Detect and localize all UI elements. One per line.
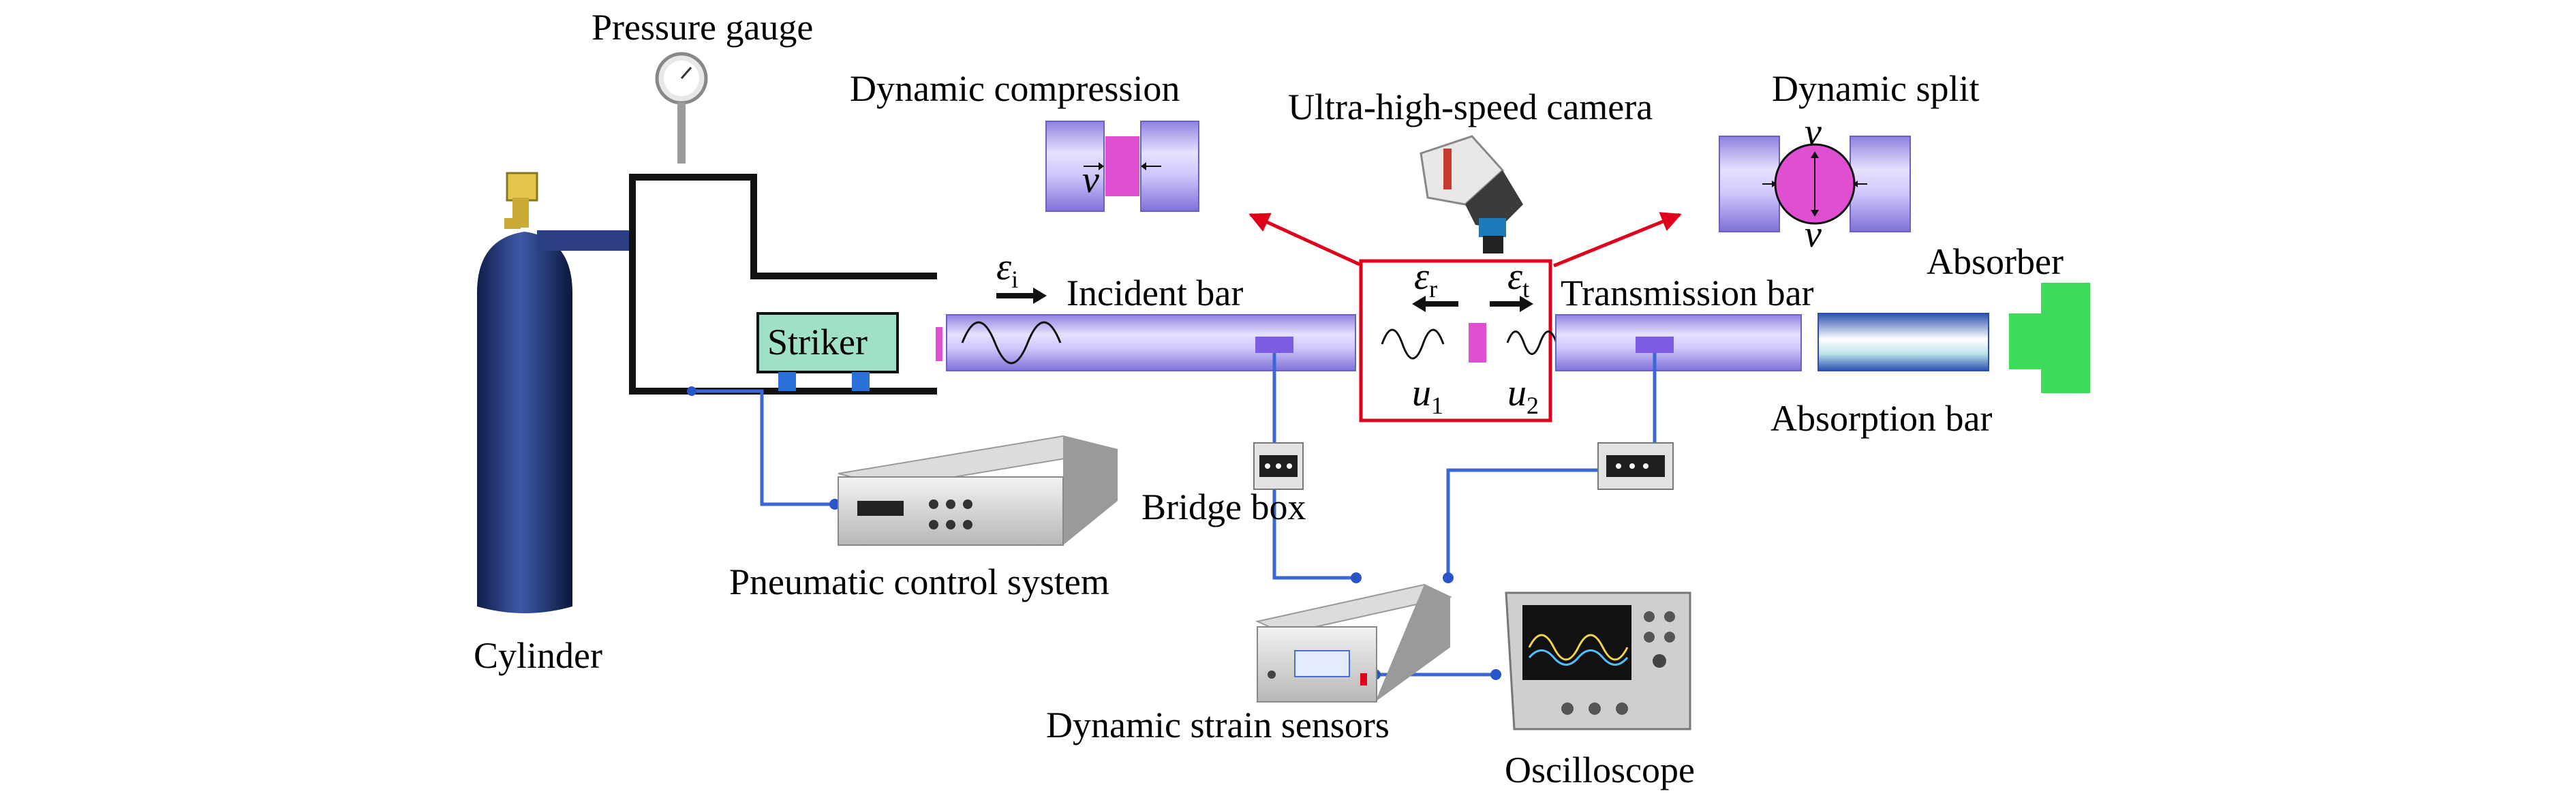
compression-pointer-arrow bbox=[1248, 213, 1361, 266]
split-velocity-bottom-symbol: v bbox=[1805, 213, 1822, 256]
transmission-strain-gauge bbox=[1636, 337, 1674, 353]
absorption-bar bbox=[1818, 313, 1989, 371]
oscilloscope-icon bbox=[1505, 591, 1691, 730]
compression-velocity-symbol: v bbox=[1082, 159, 1099, 201]
svg-text:εr: εr bbox=[1414, 256, 1437, 303]
dynamic-compression-inset bbox=[1045, 121, 1199, 212]
epsilon-i-symbol: εi bbox=[996, 246, 1047, 304]
reflected-wave bbox=[1381, 328, 1445, 360]
high-speed-camera-icon bbox=[1420, 135, 1523, 253]
split-pointer-arrow bbox=[1553, 212, 1682, 268]
camera-label: Ultra-high-speed camera bbox=[1288, 87, 1653, 127]
specimen bbox=[1469, 323, 1486, 363]
svg-text:εt: εt bbox=[1507, 256, 1529, 303]
incident-bar-label: Incident bar bbox=[1067, 273, 1243, 313]
specimen-highlight-box bbox=[1359, 259, 1552, 422]
oscilloscope-label: Oscilloscope bbox=[1505, 750, 1695, 790]
pneumatic-control-box bbox=[838, 435, 1118, 546]
cylinder-label: Cylinder bbox=[474, 635, 602, 676]
specimen-end-cap bbox=[936, 327, 942, 361]
dynamic-split-inset bbox=[1719, 136, 1911, 232]
gas-cylinder bbox=[477, 172, 632, 613]
incident-wave bbox=[961, 321, 1062, 365]
pressure-gauge-label: Pressure gauge bbox=[592, 7, 813, 48]
bridge-box-left bbox=[1253, 442, 1304, 490]
absorber-label: Absorber bbox=[1927, 241, 2064, 282]
bridge-box-right bbox=[1597, 442, 1674, 490]
launch-chamber bbox=[756, 312, 899, 391]
wire-nodes bbox=[687, 386, 1501, 680]
incident-strain-gauge bbox=[1255, 337, 1293, 353]
gas-pipe bbox=[629, 174, 937, 395]
dynamic-split-label: Dynamic split bbox=[1772, 68, 1979, 109]
transmitted-wave bbox=[1506, 330, 1558, 355]
epsilon-t-symbol: εt bbox=[1490, 256, 1533, 312]
dynamic-compression-label: Dynamic compression bbox=[850, 68, 1180, 109]
signal-wires bbox=[692, 353, 1657, 677]
strain-sensors-label: Dynamic strain sensors bbox=[1046, 705, 1390, 745]
svg-text:εi: εi bbox=[996, 246, 1018, 293]
strain-amplifier-box bbox=[1255, 583, 1453, 703]
pressure-gauge-icon bbox=[655, 52, 708, 164]
u2-symbol: u2 bbox=[1507, 372, 1539, 419]
split-velocity-top-symbol: v bbox=[1805, 111, 1822, 153]
epsilon-r-symbol: εr bbox=[1412, 256, 1458, 312]
u1-symbol: u1 bbox=[1412, 372, 1443, 419]
bridge-box-label: Bridge box bbox=[1141, 487, 1306, 527]
transmission-bar bbox=[1555, 314, 1802, 371]
transmission-bar-label: Transmission bar bbox=[1561, 273, 1814, 313]
pneumatic-control-label: Pneumatic control system bbox=[729, 561, 1109, 602]
absorption-bar-label: Absorption bar bbox=[1770, 398, 1992, 439]
absorber-block bbox=[2009, 283, 2090, 393]
striker-label: Striker bbox=[767, 322, 868, 363]
